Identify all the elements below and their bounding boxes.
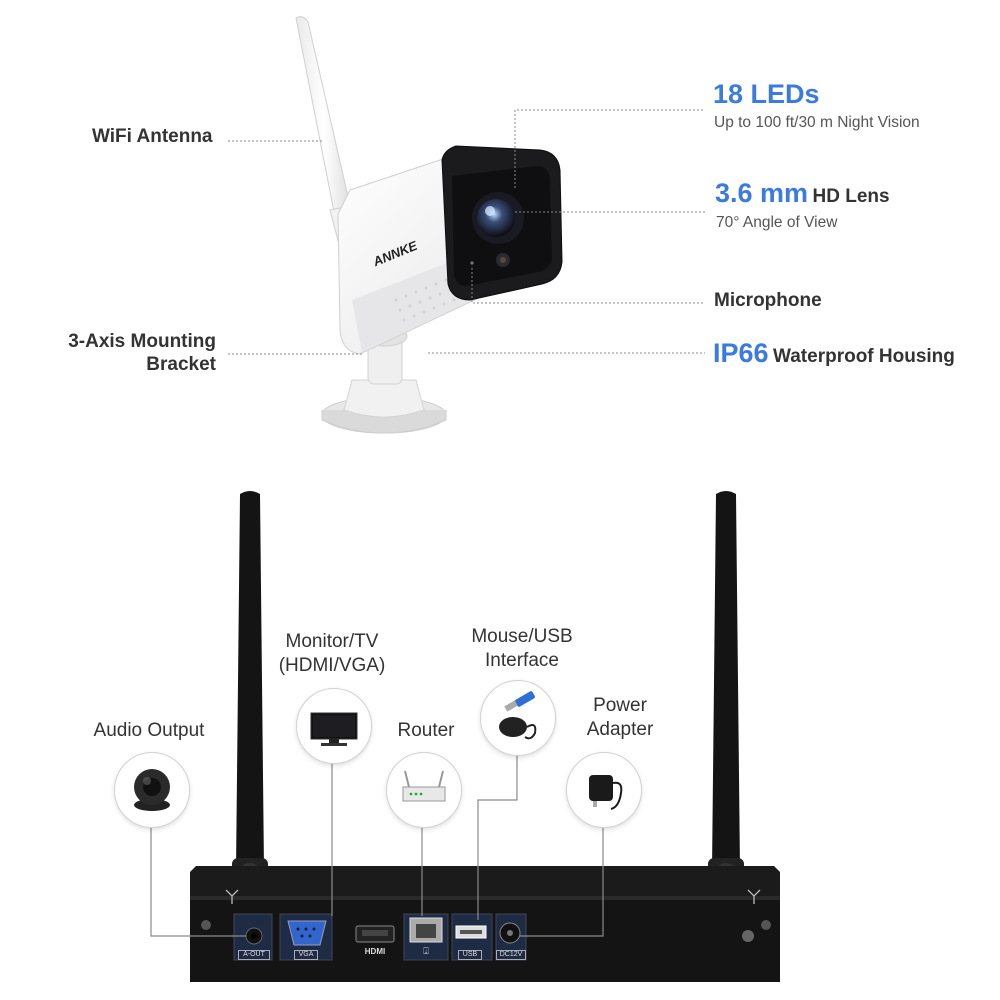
camera-body (337, 145, 563, 355)
power-adapter-icon (566, 752, 642, 828)
mounting-bracket-line1: 3-Axis Mounting (68, 331, 216, 352)
camera-image (295, 16, 563, 434)
network-icon: ⍗ (423, 946, 429, 956)
mouse-usb-label: Mouse/USB Interface (452, 625, 592, 673)
mouse-usb-line1: Mouse/USB (471, 626, 573, 647)
power-line1: Power (593, 695, 647, 716)
router-icon (386, 752, 462, 828)
wifi-antenna-label: WiFi Antenna (92, 126, 213, 147)
leds-title: 18 LEDs (713, 79, 820, 109)
nvr-antenna-left (232, 491, 268, 890)
power-adapter-label: Power Adapter (560, 694, 680, 742)
port-vga-label: VGA (294, 950, 318, 960)
nvr-antenna-right (708, 491, 744, 890)
lens-type: HD Lens (812, 186, 890, 207)
camera-leader-lines (228, 109, 705, 355)
microphone-label: Microphone (714, 290, 822, 311)
monitor-label: Monitor/TV (HDMI/VGA) (262, 630, 402, 678)
nvr-image (190, 491, 780, 982)
audio-output-label: Audio Output (93, 720, 205, 741)
ip-text: Waterproof Housing (773, 346, 955, 367)
port-usb-label: USB (458, 950, 482, 960)
lens-size: 3.6 mm (715, 178, 809, 208)
ip-rating: IP66 (713, 338, 769, 368)
monitor-icon (296, 688, 372, 764)
mounting-bracket-label: 3-Axis Mounting Bracket (20, 330, 216, 376)
lens-subtitle: 70° Angle of View (716, 214, 838, 231)
mounting-bracket-line2: Bracket (146, 354, 216, 375)
leds-subtitle: Up to 100 ft/30 m Night Vision (714, 114, 920, 131)
mounting-bracket-part (321, 325, 447, 434)
port-dc-label: DC12V (496, 950, 526, 960)
port-aout-label: A-OUT (238, 950, 270, 960)
mouse-usb-icon (480, 680, 556, 756)
port-hdmi-label: HDMI (364, 947, 386, 956)
speaker-icon (114, 752, 190, 828)
waterproof-label: IP66 Waterproof Housing (713, 338, 955, 369)
monitor-line1: Monitor/TV (285, 631, 379, 652)
mouse-usb-line2: Interface (485, 650, 559, 671)
monitor-line2: (HDMI/VGA) (278, 655, 386, 676)
lens-title: 3.6 mm HD Lens (715, 178, 890, 209)
power-line2: Adapter (586, 719, 654, 740)
nvr-connector-lines (150, 752, 604, 937)
router-label: Router (397, 720, 455, 741)
